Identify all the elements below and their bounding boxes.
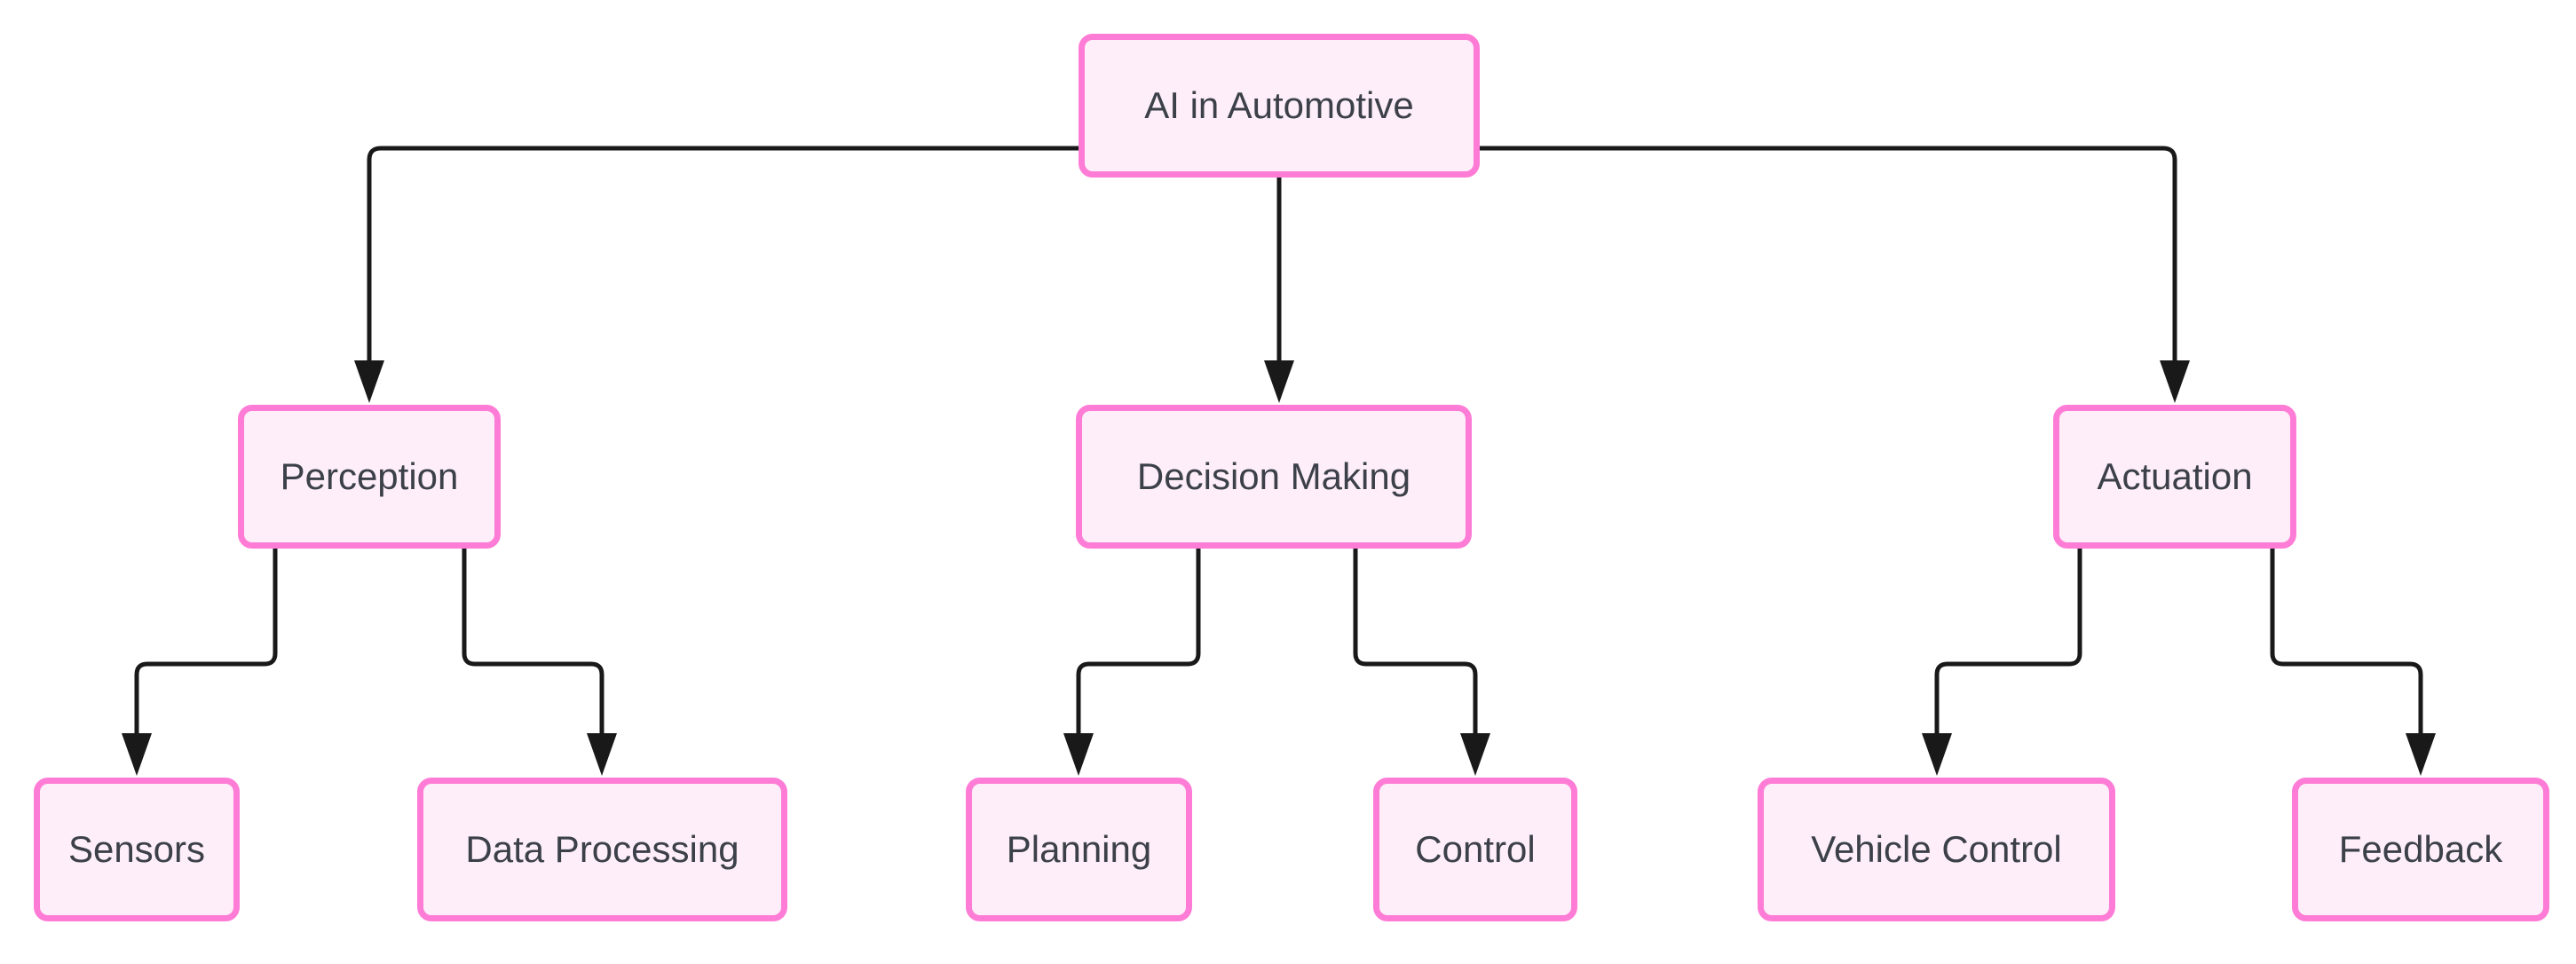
edge-ai-perception <box>367 146 1079 360</box>
edge-perception-sensors <box>134 549 278 733</box>
node-planning[interactable]: Planning <box>966 778 1192 921</box>
node-label: Control <box>1415 827 1536 870</box>
node-label: Vehicle Control <box>1811 827 2062 870</box>
node-label: Actuation <box>2097 454 2253 497</box>
node-label: Decision Making <box>1136 454 1411 497</box>
arrowhead-decision <box>1264 360 1294 403</box>
node-label: Planning <box>1006 827 1152 870</box>
edge-perception-data-processing <box>462 549 604 733</box>
edge-decision-control <box>1353 549 1478 733</box>
node-data-processing[interactable]: Data Processing <box>417 778 787 921</box>
node-decision-making[interactable]: Decision Making <box>1076 405 1472 549</box>
edge-actuation-vehicle-control <box>1934 549 2082 733</box>
node-label: Data Processing <box>465 827 739 870</box>
arrowhead-planning <box>1063 733 1094 776</box>
arrowhead-sensors <box>122 733 152 776</box>
node-actuation[interactable]: Actuation <box>2053 405 2296 549</box>
node-vehicle-control[interactable]: Vehicle Control <box>1758 778 2115 921</box>
node-label: Feedback <box>2338 827 2503 870</box>
node-feedback[interactable]: Feedback <box>2292 778 2549 921</box>
node-label: Perception <box>280 454 459 497</box>
arrowhead-feedback <box>2406 733 2436 776</box>
arrowhead-vehicle-control <box>1922 733 1952 776</box>
node-perception[interactable]: Perception <box>238 405 501 549</box>
node-label: Sensors <box>67 827 206 870</box>
arrowhead-perception <box>354 360 384 403</box>
node-control[interactable]: Control <box>1373 778 1577 921</box>
node-ai-in-automotive[interactable]: AI in Automotive <box>1079 34 1480 178</box>
edge-decision-planning <box>1076 549 1201 733</box>
node-sensors[interactable]: Sensors <box>34 778 240 921</box>
edge-ai-actuation <box>1480 146 2177 360</box>
arrowhead-control <box>1460 733 1490 776</box>
node-label: AI in Automotive <box>1144 83 1414 126</box>
arrowhead-data-processing <box>587 733 617 776</box>
edge-actuation-feedback <box>2270 549 2423 733</box>
arrowhead-actuation <box>2160 360 2190 403</box>
